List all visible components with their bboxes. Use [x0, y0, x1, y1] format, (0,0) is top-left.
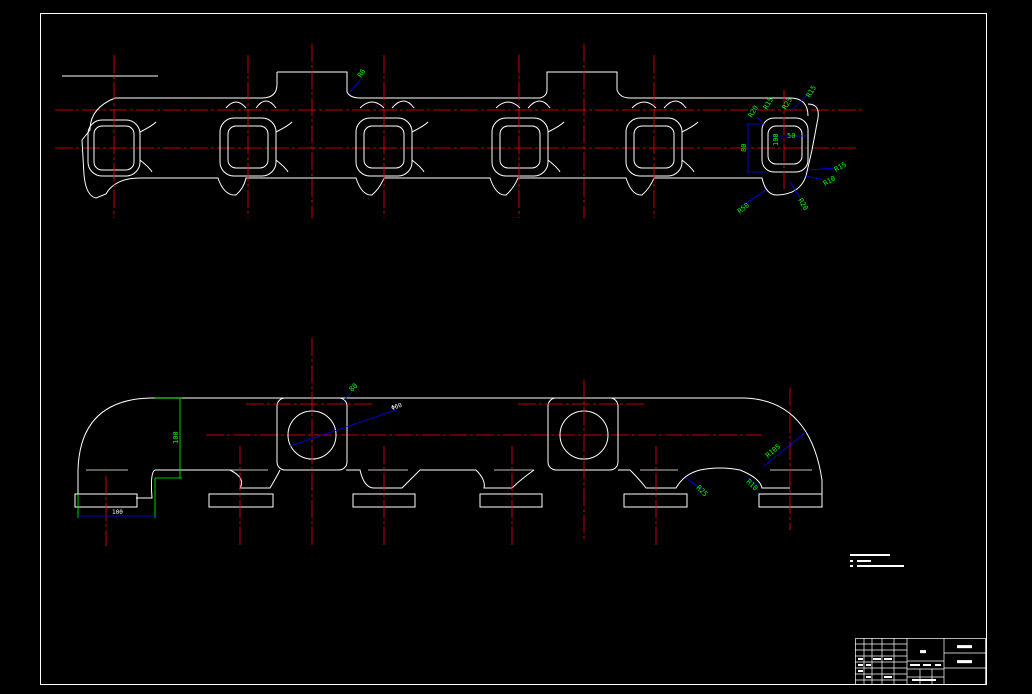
title-block [855, 638, 986, 685]
tb-fill-9 [910, 664, 920, 666]
leader-r15 [807, 167, 835, 171]
leader-r20b [789, 181, 801, 199]
dim-100-text: 100 [772, 133, 780, 146]
port-4-inner [499, 125, 541, 169]
dim-r105-text: R105 [764, 443, 782, 460]
tb-fill-11 [935, 664, 941, 666]
tb-fill-1 [858, 658, 863, 660]
leader-r50 [741, 189, 767, 207]
foot-2 [208, 493, 274, 508]
tb-fill-4 [858, 664, 863, 666]
tb-fill-6 [858, 670, 863, 672]
dim-50-text: 50 [787, 132, 795, 140]
boss-2 [547, 397, 619, 471]
dim-r50-text: R50 [736, 201, 751, 215]
tb-fill-7 [866, 676, 871, 678]
top-view-outline [81, 71, 819, 199]
port-4-outer [491, 117, 549, 177]
port-6-outer [761, 117, 809, 173]
dim-r20b-text: R20 [796, 197, 809, 212]
leader-r25 [685, 477, 703, 491]
port-6-inner [767, 125, 803, 165]
dim-r20-text: R20 [747, 104, 760, 119]
title-block-fills [858, 658, 941, 681]
dim-100v-text: 100 [172, 431, 180, 444]
port-side-tabs [139, 121, 699, 173]
foot-6 [758, 493, 823, 508]
foot-5 [623, 493, 688, 508]
dim-80-text: 80 [348, 382, 360, 394]
tb-fill-5 [866, 664, 871, 666]
leader-r25 [789, 95, 807, 113]
top-view-ports [87, 117, 809, 177]
front-view-outline [77, 397, 823, 499]
leader-r20 [757, 117, 763, 123]
leader-phi60 [289, 409, 397, 447]
tb-fill-3 [884, 658, 892, 660]
dim-r25-text: R25 [695, 484, 710, 499]
foot-4 [479, 493, 543, 508]
dim-100h-text: 100 [112, 509, 123, 516]
top-view-vertical-centerlines [113, 44, 785, 218]
tb-fill-10 [923, 664, 931, 666]
dim-phi60-text: Φ60 [390, 402, 403, 412]
leader-r105 [763, 431, 807, 467]
leader-r10 [747, 477, 759, 487]
front-view-bosses [276, 397, 619, 471]
note-line-1 [850, 554, 890, 556]
title-block-right-top-cell: ■■■■■ [957, 644, 972, 650]
front-view: 100 100 80 Φ60 R105 R25 R10 [74, 338, 823, 548]
dim-r15b-text: R15 [805, 84, 818, 99]
note-bullet-1 [850, 560, 853, 562]
dim-r15c-text: R15 [833, 160, 848, 173]
front-view-vertical-centerlines [105, 338, 791, 548]
note-line-2 [857, 560, 871, 562]
dim-r6-text: R6 [356, 68, 367, 80]
leader-r10 [805, 175, 825, 181]
front-view-dimension-lines [77, 389, 807, 518]
title-block-frame [855, 638, 986, 685]
title-block-main-cell: ■■ [920, 649, 926, 655]
dim-80-text: 80 [740, 144, 748, 152]
leader-r6 [349, 77, 363, 93]
front-view-flange-feet [74, 493, 823, 508]
top-view: R6 R20 R15 R25 R15 50 100 80 R15 R10 R50… [55, 44, 862, 218]
note-bullet-2 [850, 565, 853, 567]
technical-notes [850, 554, 904, 567]
title-block-right-mid-cell: ■■■■■ [957, 659, 972, 665]
tb-fill-12 [912, 679, 936, 681]
tb-fill-8 [884, 676, 892, 678]
top-view-port-bumps [225, 100, 687, 109]
note-line-3 [857, 565, 904, 567]
drawing-border [40, 13, 987, 685]
leader-80 [339, 389, 355, 405]
dim-r10-text: R10 [822, 174, 837, 187]
top-view-dimension-lines [349, 77, 835, 207]
tb-fill-2 [873, 658, 881, 660]
